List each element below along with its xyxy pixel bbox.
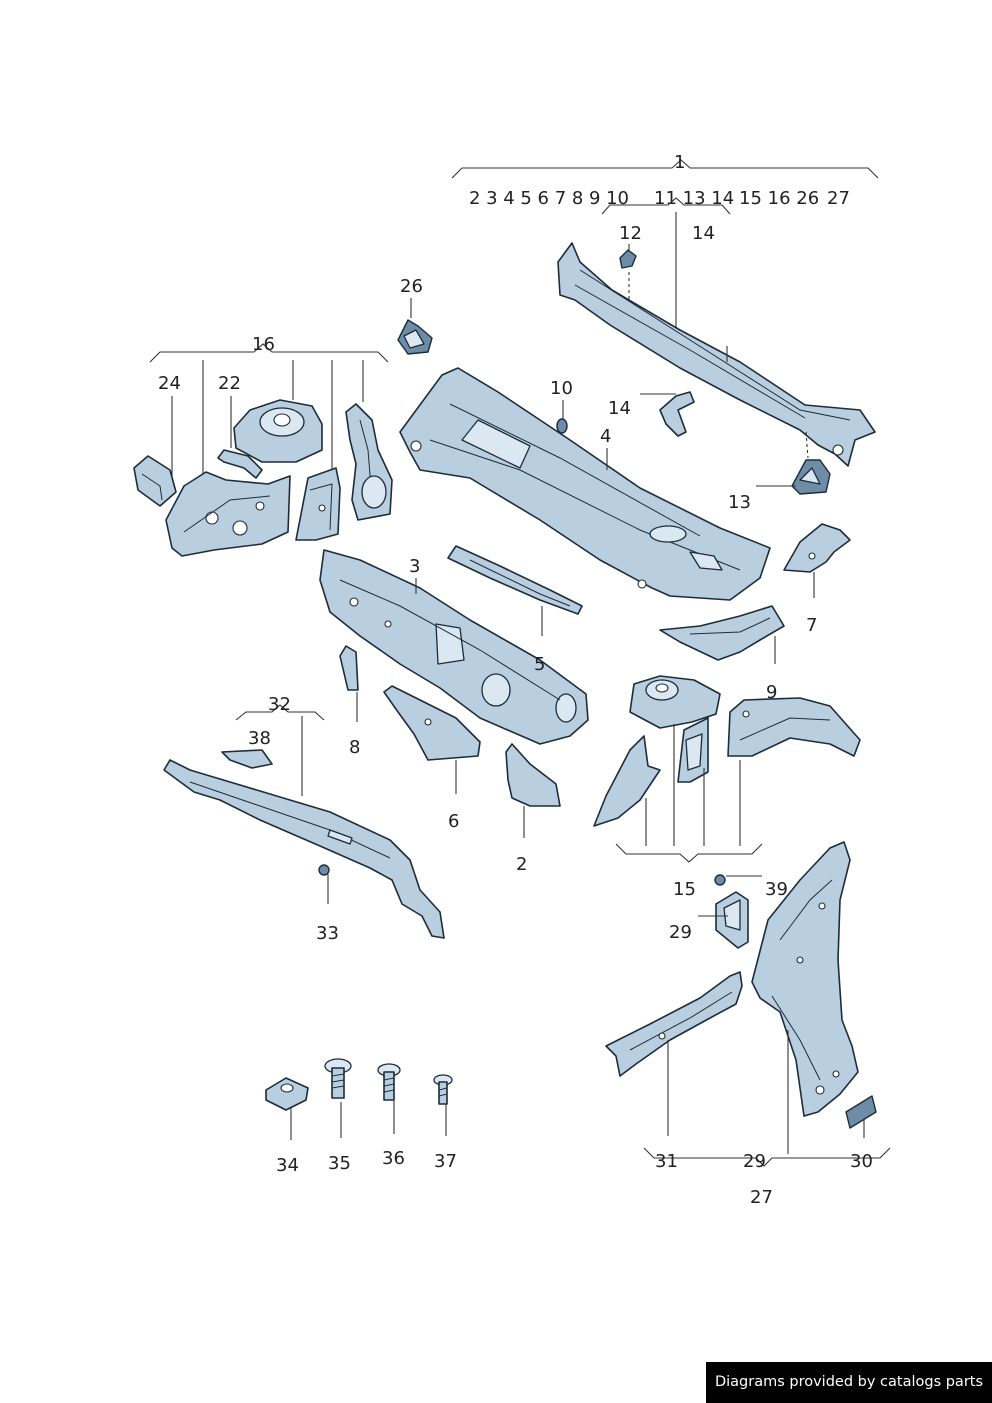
assembly-codes-row-b: 11 13 14 bbox=[654, 188, 734, 209]
part-wheelhouse-right bbox=[727, 697, 861, 757]
assembly-bracket-16: 16 bbox=[149, 334, 389, 480]
part-29-bracket-small bbox=[715, 891, 749, 949]
callout-29-lower: 29 bbox=[743, 1151, 766, 1172]
part-2-bracket bbox=[505, 743, 561, 807]
watermark-banner: Diagrams provided by catalogs parts bbox=[706, 1362, 992, 1403]
assembly-bracket-32: 32 bbox=[235, 694, 325, 796]
part-37-bolt bbox=[433, 1074, 453, 1105]
callout-7: 7 bbox=[806, 615, 817, 636]
callout-30: 30 bbox=[850, 1151, 873, 1172]
callout-27: 27 bbox=[750, 1187, 773, 1208]
part-7-bracket bbox=[783, 523, 851, 573]
part-26-bracket: 26 bbox=[397, 276, 433, 355]
part-15-reinforcement-b bbox=[677, 717, 709, 783]
part-wheelhouse-left bbox=[165, 471, 291, 557]
callout-14-top: 14 bbox=[692, 223, 715, 244]
part-9-bracket bbox=[659, 605, 785, 661]
assembly-bracket-1: 1 2 3 4 5 6 7 8 9 10 11 13 14 15 16 26 2… bbox=[451, 152, 879, 336]
part-33-screw bbox=[318, 864, 330, 876]
callout-2: 2 bbox=[516, 854, 527, 875]
part-39-screw bbox=[714, 874, 726, 886]
part-35-bolt bbox=[324, 1058, 352, 1099]
callout-16: 16 bbox=[252, 334, 275, 355]
part-12-clip: 12 bbox=[619, 223, 642, 300]
callout-36: 36 bbox=[382, 1148, 405, 1169]
part-24-bracket bbox=[133, 455, 177, 507]
part-3-bulkhead-lower bbox=[319, 549, 589, 745]
part-8-plate bbox=[339, 645, 359, 691]
callout-3: 3 bbox=[409, 556, 420, 577]
callout-13: 13 bbox=[728, 492, 751, 513]
callout-31: 31 bbox=[655, 1151, 678, 1172]
callout-10: 10 bbox=[550, 378, 573, 399]
callout-9: 9 bbox=[766, 682, 777, 703]
part-10-grommet bbox=[556, 418, 568, 434]
part-22-strap bbox=[217, 449, 263, 479]
callout-29-upper: 29 bbox=[669, 922, 692, 943]
callout-4: 4 bbox=[600, 426, 611, 447]
part-13-bracket bbox=[791, 431, 831, 495]
callout-1: 1 bbox=[674, 152, 685, 173]
part-15-reinforcement-a bbox=[593, 735, 661, 827]
callout-35: 35 bbox=[328, 1153, 351, 1174]
callout-22: 22 bbox=[218, 373, 241, 394]
part-6-bracket bbox=[383, 685, 481, 761]
callout-8: 8 bbox=[349, 737, 360, 758]
callout-33: 33 bbox=[316, 923, 339, 944]
assembly-bracket-27 bbox=[643, 1147, 891, 1167]
part-reinforcement-left bbox=[345, 403, 393, 521]
callout-34: 34 bbox=[276, 1155, 299, 1176]
part-34-nut bbox=[265, 1077, 309, 1111]
part-cowl-panel bbox=[557, 242, 876, 467]
callout-12: 12 bbox=[619, 223, 642, 244]
callout-24: 24 bbox=[158, 373, 181, 394]
assembly-codes-row-c: 15 16 26 bbox=[739, 188, 819, 209]
callout-38: 38 bbox=[248, 728, 271, 749]
part-5-rail bbox=[447, 545, 583, 615]
callout-37: 37 bbox=[434, 1151, 457, 1172]
part-cross-member bbox=[163, 759, 445, 939]
part-a-pillar bbox=[751, 841, 859, 1117]
part-gusset-left bbox=[295, 467, 341, 541]
part-38-bracket bbox=[221, 749, 273, 769]
part-4-bulkhead-upper bbox=[399, 367, 771, 601]
callout-32: 32 bbox=[268, 694, 291, 715]
callout-26: 26 bbox=[400, 276, 423, 297]
callout-14-mid: 14 bbox=[608, 398, 631, 419]
part-36-bolt bbox=[377, 1063, 401, 1101]
part-30-patch bbox=[845, 1095, 877, 1129]
callout-6: 6 bbox=[448, 811, 459, 832]
callout-39: 39 bbox=[765, 879, 788, 900]
part-strut-mount-left bbox=[233, 399, 323, 463]
assembly-bracket-15 bbox=[615, 724, 763, 863]
part-14-hook bbox=[659, 391, 695, 437]
part-strut-mount-right bbox=[629, 675, 721, 729]
part-31-sill-front bbox=[605, 971, 743, 1077]
assembly-codes-row-a: 2 3 4 5 6 7 8 9 10 bbox=[469, 188, 629, 209]
callout-5: 5 bbox=[534, 654, 545, 675]
callout-15: 15 bbox=[673, 879, 696, 900]
assembly-codes-row-d: 27 bbox=[827, 188, 850, 209]
